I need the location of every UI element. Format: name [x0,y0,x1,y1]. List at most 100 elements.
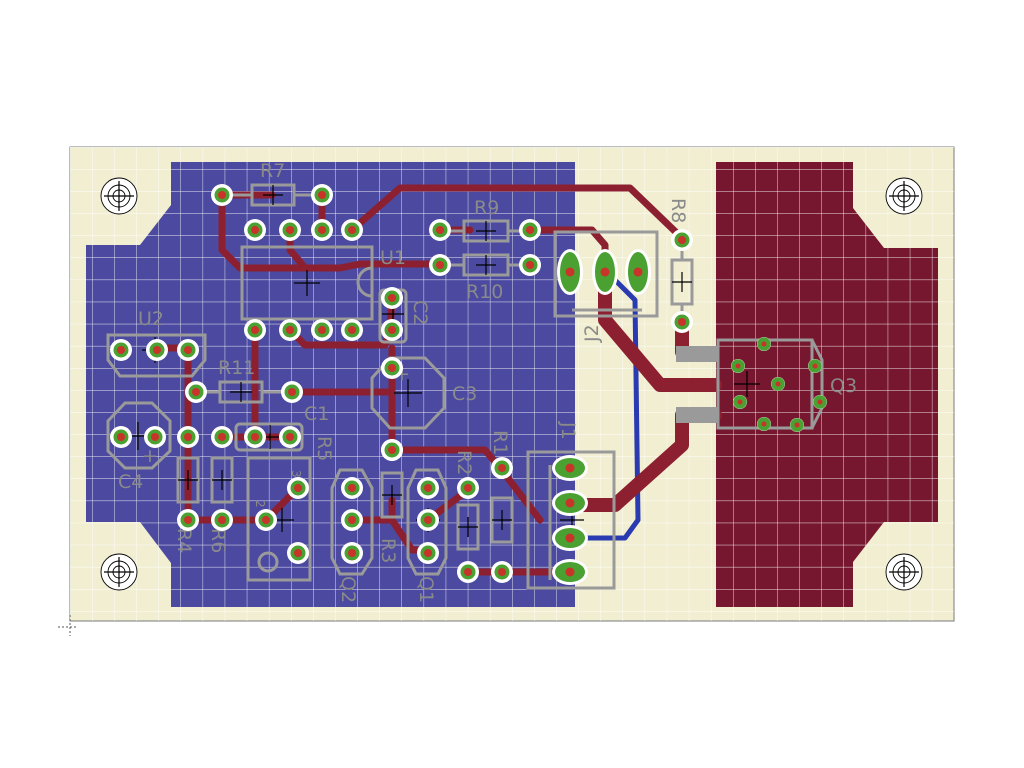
c3-designator: C3 [452,383,477,405]
resistor-r2[interactable]: R2 [453,450,480,551]
j1-designator: J1 [557,421,579,440]
c4-designator: C4 [118,471,143,493]
through-hole-pad[interactable] [341,477,363,499]
through-hole-pad[interactable] [429,219,451,241]
through-hole-pad[interactable] [244,426,266,448]
c4-plus: + [142,445,158,467]
through-hole-pad[interactable] [279,319,301,341]
r8-designator: R8 [667,198,689,223]
through-hole-pad[interactable] [341,542,363,564]
through-hole-pad[interactable] [244,219,266,241]
ic-u1[interactable]: U1 [240,245,406,321]
through-hole-pad[interactable] [417,509,439,531]
through-hole-pad[interactable] [417,542,439,564]
through-hole-pad[interactable] [457,561,479,583]
through-hole-pad[interactable] [177,426,199,448]
through-hole-pad[interactable] [177,509,199,531]
through-hole-pad[interactable] [177,339,199,361]
through-hole-pad[interactable] [211,184,233,206]
through-hole-pad[interactable] [311,219,333,241]
transistor-q3[interactable]: Q3 [676,338,857,430]
connector-pad[interactable] [557,249,583,295]
through-hole-pad[interactable] [381,319,403,341]
through-hole-pad[interactable] [491,561,513,583]
through-hole-pad[interactable] [211,509,233,531]
through-hole-pad[interactable] [381,439,403,461]
q2-designator: Q2 [337,576,359,603]
r4-designator: R4 [173,528,195,553]
through-hole-pad[interactable] [146,339,168,361]
capacitor-c4[interactable]: + C4 [106,401,172,493]
through-hole-pad[interactable] [790,418,804,432]
q1-designator: Q1 [415,576,437,603]
through-hole-pad[interactable] [731,359,745,373]
through-hole-pad[interactable] [519,254,541,276]
connector-pad[interactable] [552,455,588,481]
through-hole-pad[interactable] [110,426,132,448]
r11-designator: R11 [218,357,255,379]
r5-pin3-label: 3 [289,470,303,478]
connector-pad[interactable] [552,490,588,516]
through-hole-pad[interactable] [287,542,309,564]
connector-j2[interactable]: J2 [553,230,659,343]
through-hole-pad[interactable] [808,359,822,373]
through-hole-pad[interactable] [381,287,403,309]
through-hole-pad[interactable] [757,417,771,431]
c2-designator: C2 [409,300,431,325]
transistor-q2[interactable]: Q2 [330,468,374,603]
through-hole-pad[interactable] [341,509,363,531]
q3-designator: Q3 [830,375,857,397]
through-hole-pad[interactable] [255,509,277,531]
through-hole-pad[interactable] [757,337,771,351]
through-hole-pad[interactable] [733,395,747,409]
connector-pad[interactable] [552,525,588,551]
mounting-hole-top-right[interactable] [885,177,923,215]
through-hole-pad[interactable] [813,395,827,409]
through-hole-pad[interactable] [211,426,233,448]
c1-designator: C1 [304,403,329,425]
connector-j1[interactable]: J1 [526,421,616,590]
through-hole-pad[interactable] [671,311,693,333]
u1-designator: U1 [380,247,406,269]
connector-pad[interactable] [625,249,651,295]
resistor-r1[interactable]: R1 [489,430,514,544]
trimmer-r5[interactable]: 3 2 R5 [246,436,335,582]
origin-marker [58,615,78,636]
through-hole-pad[interactable] [311,184,333,206]
through-hole-pad[interactable] [341,319,363,341]
j2-designator: J2 [581,324,603,343]
r6-designator: R6 [207,528,229,553]
through-hole-pad[interactable] [311,319,333,341]
connector-pad[interactable] [552,559,588,585]
resistor-r3[interactable]: R3 [377,471,404,563]
through-hole-pad[interactable] [287,477,309,499]
through-hole-pad[interactable] [341,219,363,241]
mounting-hole-bottom-right[interactable] [885,553,923,591]
u2-designator: U2 [138,308,164,330]
through-hole-pad[interactable] [381,357,403,379]
mounting-hole-bottom-left[interactable] [100,553,138,591]
through-hole-pad[interactable] [457,477,479,499]
through-hole-pad[interactable] [279,426,301,448]
through-hole-pad[interactable] [429,254,451,276]
resistor-r4[interactable]: R4 [173,456,200,553]
mounting-hole-top-left[interactable] [100,177,138,215]
resistor-r9[interactable]: R9 [448,197,522,243]
through-hole-pad[interactable] [671,229,693,251]
through-hole-pad[interactable] [185,381,207,403]
through-hole-pad[interactable] [279,219,301,241]
r1-designator: R1 [489,430,511,455]
through-hole-pad[interactable] [491,457,513,479]
through-hole-pad[interactable] [771,377,785,391]
resistor-r7[interactable]: R7 [230,160,314,207]
through-hole-pad[interactable] [519,219,541,241]
through-hole-pad[interactable] [281,381,303,403]
through-hole-pad[interactable] [110,339,132,361]
through-hole-pad[interactable] [417,477,439,499]
connector-pad[interactable] [592,249,618,295]
r7-designator: R7 [260,160,285,182]
through-hole-pad[interactable] [244,319,266,341]
through-hole-pad[interactable] [144,426,166,448]
resistor-r6[interactable]: R6 [207,456,234,553]
